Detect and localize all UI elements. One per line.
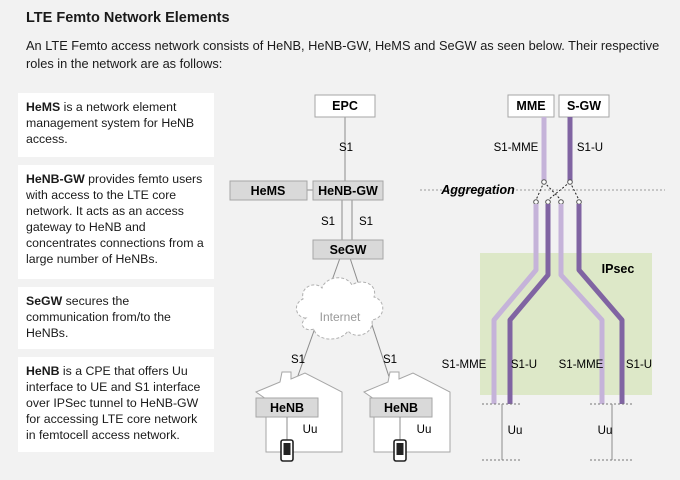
card-hems: HeMS is a network element management sys… [18,93,214,157]
aggregation-crossover [533,179,582,205]
card-segw: SeGW secures the communication from/to t… [18,287,214,349]
henb-right-label: HeNB [384,401,418,415]
s1-u-top-label: S1-U [577,142,603,154]
s1-henb-left-label: S1 [291,354,305,366]
s1-gw-right-label: S1 [359,216,373,228]
segw-label: SeGW [330,243,367,257]
hems-node [229,180,308,201]
card-text: provides femto users with access to the … [26,172,204,266]
card-term: SeGW [26,294,63,308]
card-henb: HeNB is a CPE that offers Uu interface t… [18,357,214,452]
epc-label: EPC [332,99,358,113]
phone-icon [393,439,407,462]
intro-text: An LTE Femto access network consists of … [26,38,660,71]
card-henb-gw: HeNB-GW provides femto users with access… [18,165,214,279]
uu-left-label: Uu [303,424,318,436]
card-term: HeMS [26,100,61,114]
s1-u-left-label: S1-U [511,359,537,371]
sgw-node [558,94,610,118]
s1-u-left-branch [507,204,551,404]
internet-label: Internet [320,310,361,324]
sgw-label: S-GW [567,99,601,113]
mme-label: MME [516,99,545,113]
s1-mme-top-label: S1-MME [494,142,539,154]
card-term: HeNB-GW [26,172,85,186]
card-term: HeNB [26,364,60,378]
henb-gw-node [312,180,384,201]
henb-right-node [369,397,433,418]
henb-left-label: HeNB [270,401,304,415]
card-text: secures the communication from/to the He… [26,294,171,340]
phone-icon [280,439,294,462]
card-text: is a CPE that offers Uu interface to UE … [26,364,201,442]
epc-node [314,94,376,118]
s1-henb-right-label: S1 [383,354,397,366]
s1-mme-right-label: S1-MME [559,359,604,371]
s1-mme-left-label: S1-MME [442,359,487,371]
page-title: LTE Femto Network Elements [26,10,230,26]
uu-bottom-left-label: Uu [508,425,523,437]
uu-bottom-right-label: Uu [598,425,613,437]
s1-mme-left-branch [491,204,539,404]
s1-epc-label: S1 [339,142,353,154]
aggregation-label: Aggregation [440,183,515,197]
card-text: is a network element management system f… [26,100,195,146]
hems-label: HeMS [251,184,286,198]
s1-gw-left-label: S1 [321,216,335,228]
s1-u-right-branch [576,204,625,404]
link-segw-henb-right [349,257,397,399]
uu-right-label: Uu [417,424,432,436]
internet-cloud: Internet [295,277,384,340]
mme-node [507,94,555,118]
s1-u-right-label: S1-U [626,359,652,371]
henb-gw-label: HeNB-GW [318,184,378,198]
segw-node [312,239,384,260]
ipsec-label: IPsec [602,262,635,276]
s1-mme-right-branch [558,204,605,404]
